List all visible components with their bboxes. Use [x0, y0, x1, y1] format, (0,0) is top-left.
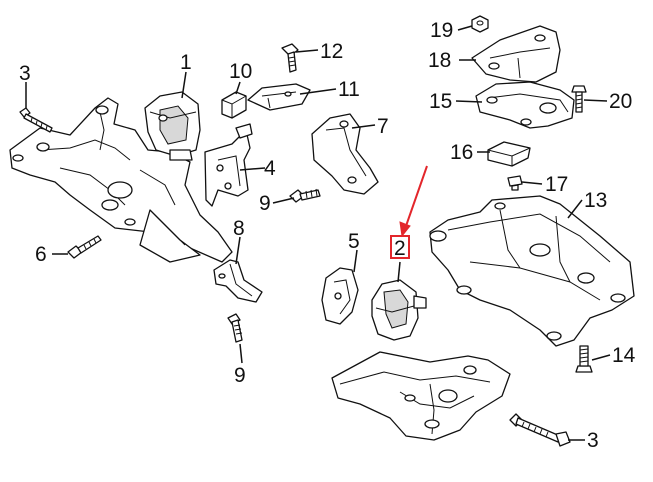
- callout-2[interactable]: 2: [394, 237, 406, 260]
- part-1-mount[interactable]: [144, 91, 201, 161]
- callout-labels: 1 2 3 3 4 5 6 7 8 9 9 10 11 12 13 14 15 …: [19, 19, 636, 452]
- callout-15[interactable]: 15: [429, 90, 452, 113]
- part-7-bracket[interactable]: [311, 113, 379, 195]
- bolt-9-upper[interactable]: [289, 188, 321, 203]
- highlight-arrow: [399, 165, 428, 238]
- bolt-6[interactable]: [67, 235, 102, 259]
- part-18-mount[interactable]: [471, 25, 561, 83]
- bolt-9-lower[interactable]: [227, 313, 243, 343]
- part-8-bracket[interactable]: [213, 259, 263, 303]
- callout-1[interactable]: 1: [180, 51, 192, 74]
- callout-6[interactable]: 6: [35, 243, 47, 266]
- part-4-bracket[interactable]: [204, 123, 253, 207]
- part-16-pad[interactable]: [487, 141, 531, 167]
- left-subframe[interactable]: [9, 97, 233, 263]
- part-10-block[interactable]: [221, 91, 247, 119]
- callout-5[interactable]: 5: [348, 230, 360, 253]
- callout-3-upper[interactable]: 3: [19, 62, 31, 85]
- bolt-14[interactable]: [575, 345, 593, 373]
- bolt-3-lower[interactable]: [509, 413, 571, 447]
- callout-14[interactable]: 14: [612, 344, 636, 367]
- bolt-12[interactable]: [281, 43, 299, 73]
- part-5-bracket[interactable]: [321, 267, 359, 325]
- nut-19[interactable]: [471, 15, 489, 33]
- callout-12[interactable]: 12: [320, 40, 343, 63]
- leader-lines: [25, 25, 611, 441]
- bolt-20[interactable]: [571, 85, 587, 113]
- callout-10[interactable]: 10: [229, 60, 252, 83]
- callout-4[interactable]: 4: [264, 157, 276, 180]
- highlight-box: [390, 235, 410, 259]
- part-11-bracket[interactable]: [247, 83, 311, 111]
- callout-13[interactable]: 13: [584, 189, 607, 212]
- callout-17[interactable]: 17: [545, 173, 568, 196]
- callout-7[interactable]: 7: [377, 115, 389, 138]
- callout-19[interactable]: 19: [430, 19, 453, 42]
- lower-subframe[interactable]: [331, 351, 511, 441]
- part-13-crossmember[interactable]: [429, 195, 635, 347]
- callout-11[interactable]: 11: [338, 78, 360, 101]
- bolt-3-upper[interactable]: [19, 107, 53, 133]
- callout-3-lower[interactable]: 3: [587, 429, 599, 452]
- part-2-mount[interactable]: [371, 279, 427, 341]
- callout-18[interactable]: 18: [428, 49, 451, 72]
- part-15-mount[interactable]: [475, 81, 575, 129]
- callout-9-lower[interactable]: 9: [234, 364, 246, 387]
- callout-9-upper[interactable]: 9: [259, 192, 271, 215]
- callout-16[interactable]: 16: [450, 141, 473, 164]
- callout-8[interactable]: 8: [233, 217, 245, 240]
- callout-20[interactable]: 20: [609, 90, 632, 113]
- bolt-17[interactable]: [507, 175, 523, 191]
